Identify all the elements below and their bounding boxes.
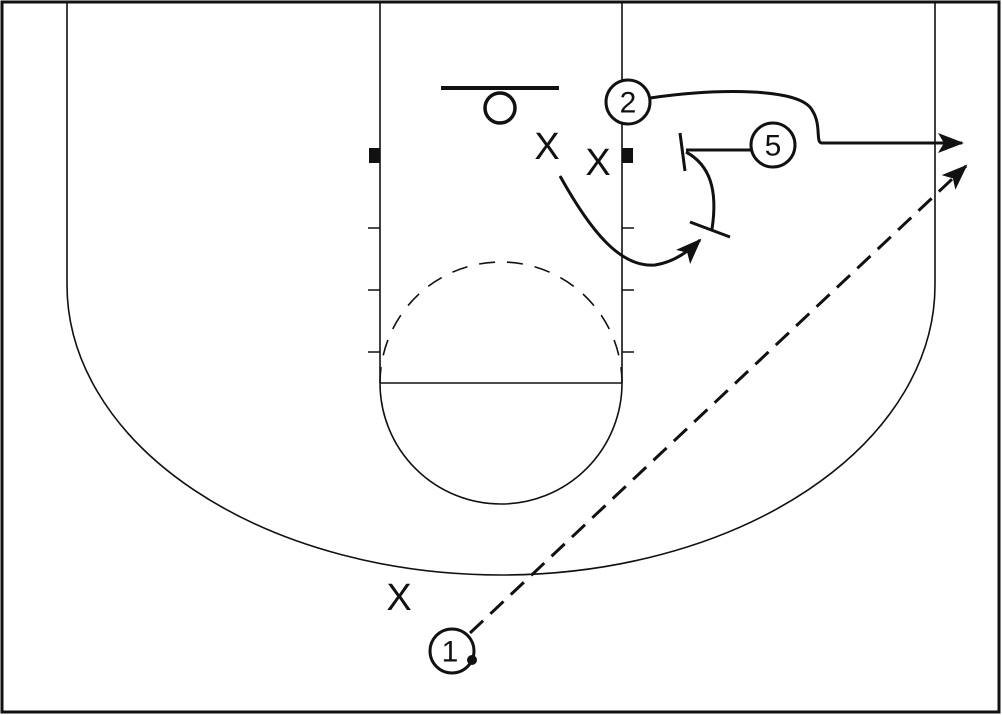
free-throw-circle-top-dashed bbox=[379, 261, 623, 384]
screen-bar bbox=[678, 132, 687, 172]
player-2: 2 bbox=[604, 78, 652, 126]
free-throw-lane bbox=[379, 2, 623, 384]
screen-bar bbox=[689, 220, 731, 239]
free-throw-circle-bottom bbox=[379, 382, 623, 505]
defender-x: X bbox=[534, 126, 559, 168]
screen-roll-path bbox=[685, 150, 716, 230]
three-point-line bbox=[66, 2, 936, 576]
svg-text:1: 1 bbox=[442, 636, 459, 669]
ball-icon bbox=[467, 655, 477, 665]
lane-hash-marks bbox=[368, 148, 634, 353]
player-5: 5 bbox=[749, 121, 797, 169]
svg-text:5: 5 bbox=[765, 130, 782, 163]
player-1: 1 bbox=[428, 627, 477, 675]
defender-x: X bbox=[386, 577, 411, 619]
defender-cut-path bbox=[558, 175, 702, 267]
rim bbox=[483, 91, 517, 125]
svg-text:2: 2 bbox=[620, 87, 637, 120]
cut-path-player-2 bbox=[649, 90, 964, 153]
pass-path bbox=[468, 164, 968, 635]
defender-x: X bbox=[585, 142, 610, 184]
